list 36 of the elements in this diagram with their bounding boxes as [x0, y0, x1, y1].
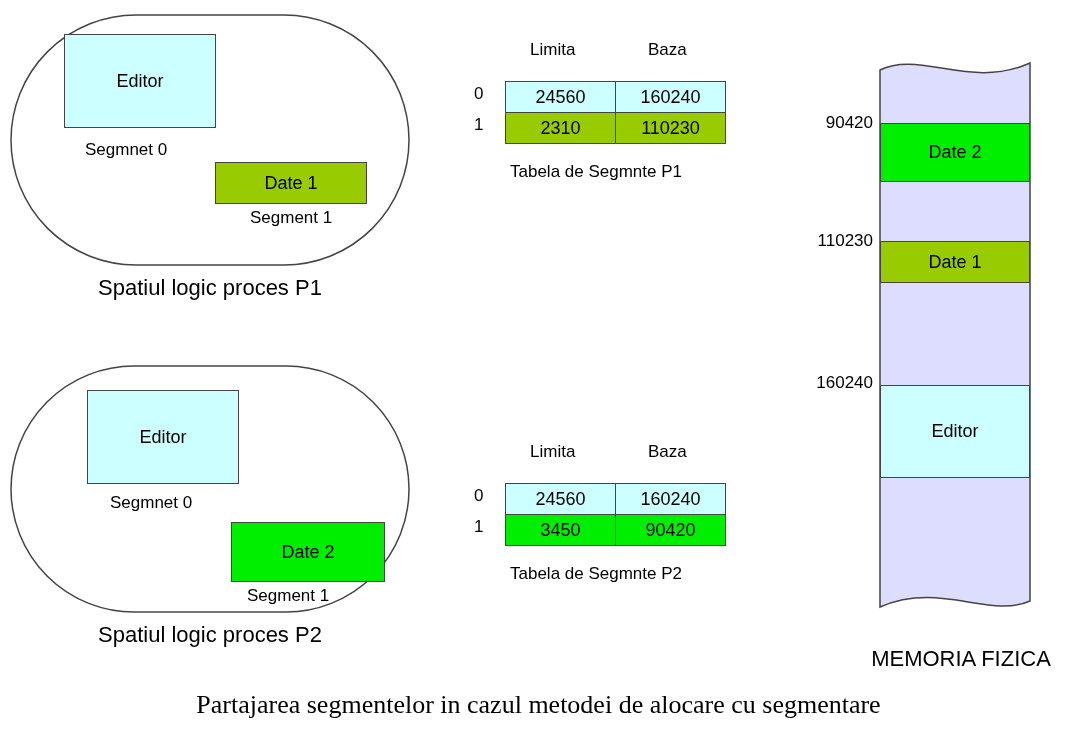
segment-label: Segment 1	[247, 586, 330, 606]
value-cell: 90420	[615, 514, 726, 546]
table-caption: Tabela de Segmnte P2	[510, 564, 682, 584]
column-header: Limita	[530, 442, 576, 462]
memory-segment: Editor	[880, 385, 1030, 478]
value-cell: 160240	[615, 483, 726, 515]
segment-box: Date 1	[215, 162, 367, 204]
address-label: 110230	[817, 231, 873, 251]
memory-segment: Date 1	[880, 241, 1030, 283]
column-header: Limita	[530, 40, 576, 60]
memory-segment: Date 2	[880, 123, 1030, 182]
row-index: 0	[474, 486, 484, 506]
segment-box: Editor	[64, 34, 216, 128]
figure-caption: Partajarea segmentelor in cazul metodei de alocare cu segmentare	[195, 690, 882, 720]
space-title: Spatiul logic proces P2	[97, 621, 323, 648]
memory-title: MEMORIA FIZICA	[870, 645, 1052, 672]
value-cell: 2310	[505, 112, 616, 144]
row-index: 1	[474, 517, 484, 537]
segment-label: Segment 1	[250, 208, 333, 228]
segment-label: Segmnet 0	[85, 140, 168, 160]
value-cell: 3450	[505, 514, 616, 546]
value-cell: 24560	[505, 483, 616, 515]
address-label: 90420	[825, 113, 873, 133]
row-index: 0	[474, 84, 484, 104]
segment-label: Segmnet 0	[110, 493, 193, 513]
column-header: Baza	[648, 442, 687, 462]
address-label: 160240	[816, 373, 873, 393]
column-header: Baza	[648, 40, 687, 60]
space-title: Spatiul logic proces P1	[97, 274, 323, 301]
segment-box: Editor	[87, 390, 239, 484]
table-caption: Tabela de Segmnte P1	[510, 162, 682, 182]
value-cell: 24560	[505, 81, 616, 113]
value-cell: 110230	[615, 112, 726, 144]
row-index: 1	[474, 115, 484, 135]
value-cell: 160240	[615, 81, 726, 113]
segment-box: Date 2	[231, 522, 385, 582]
